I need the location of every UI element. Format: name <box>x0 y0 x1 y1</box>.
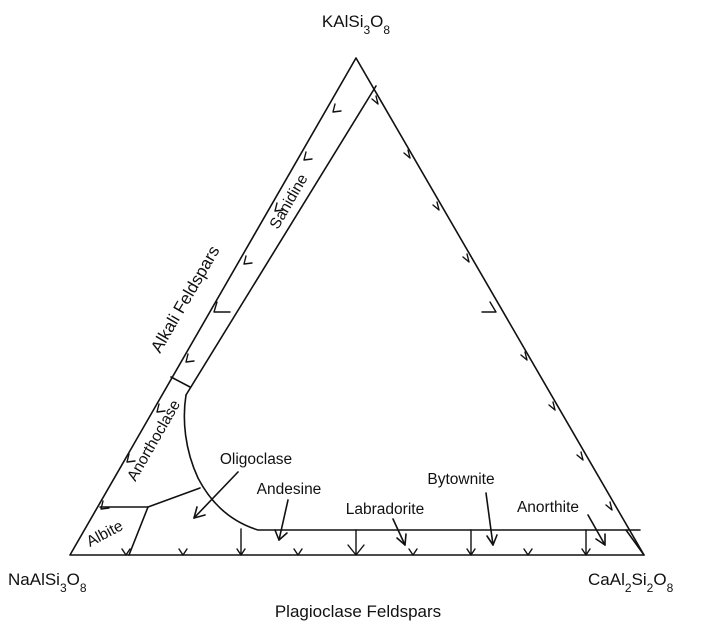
anorthite-arrow <box>587 514 606 546</box>
tick-mark <box>100 500 110 510</box>
labradorite-arrow <box>392 518 406 546</box>
left-edge-ticks <box>100 103 342 510</box>
sanidine-anorthoclase-divider <box>170 376 191 388</box>
bytownite-arrowhead <box>486 534 498 546</box>
tick-mark <box>523 548 533 556</box>
tick-mark <box>605 501 613 511</box>
tick-mark <box>548 401 556 411</box>
vertex-label-left: NaAlSi3O8 <box>8 570 87 595</box>
oligoclase-arrowhead <box>193 506 206 519</box>
tick-mark <box>126 453 136 463</box>
bottom-edge-ticks <box>121 528 591 556</box>
albite-label: Albite <box>84 517 126 550</box>
tick-mark <box>520 351 528 361</box>
tick-mark <box>466 529 476 556</box>
solvus-boundary-curve <box>183 394 641 531</box>
tick-mark <box>293 548 303 556</box>
tick-mark <box>178 548 188 556</box>
tick-mark <box>462 253 470 263</box>
plagioclase-band-end <box>625 529 645 556</box>
tick-mark-major <box>481 301 497 313</box>
plagioclase-feldspars-label: Plagioclase Feldspars <box>275 602 441 621</box>
labradorite-label: Labradorite <box>346 501 424 518</box>
tick-mark <box>156 403 166 413</box>
tick-mark <box>581 529 591 556</box>
tick-mark <box>121 548 131 556</box>
andesine-arrow <box>278 499 289 541</box>
tick-mark <box>576 451 584 461</box>
tick-mark-major <box>213 301 231 313</box>
bytownite-label: Bytownite <box>427 471 494 488</box>
vertex-label-top: KAlSi3O8 <box>322 12 391 37</box>
leader-arrows <box>193 471 606 546</box>
tick-mark <box>236 528 246 556</box>
alkali-feldspars-label: Alkali Feldspars <box>147 243 223 356</box>
tick-mark <box>432 201 440 211</box>
andesine-arrowhead <box>274 529 288 541</box>
oligoclase-arrow <box>193 471 239 519</box>
tick-mark <box>185 353 195 363</box>
tick-mark <box>332 103 342 113</box>
tick-mark <box>408 548 418 556</box>
andesine-label: Andesine <box>257 481 322 498</box>
right-edge-ticks <box>371 95 613 511</box>
tick-mark <box>303 151 313 161</box>
anorthite-label: Anorthite <box>517 499 579 516</box>
albite-oligoclase-connector <box>147 487 201 508</box>
ternary-triangle <box>69 57 645 556</box>
tick-mark <box>371 95 379 105</box>
oligoclase-label: Oligoclase <box>220 451 292 468</box>
labradorite-arrowhead <box>396 533 407 546</box>
bytownite-arrow <box>485 492 494 546</box>
anorthite-arrowhead <box>595 533 606 546</box>
tick-mark-major <box>347 529 365 556</box>
alkali-band-inner-line <box>185 85 377 396</box>
albite-right-boundary <box>128 506 149 556</box>
tick-mark <box>274 202 284 212</box>
tick-mark <box>243 255 253 265</box>
vertex-label-right: CaAl2Si2O8 <box>588 570 674 595</box>
tick-mark <box>403 149 411 159</box>
